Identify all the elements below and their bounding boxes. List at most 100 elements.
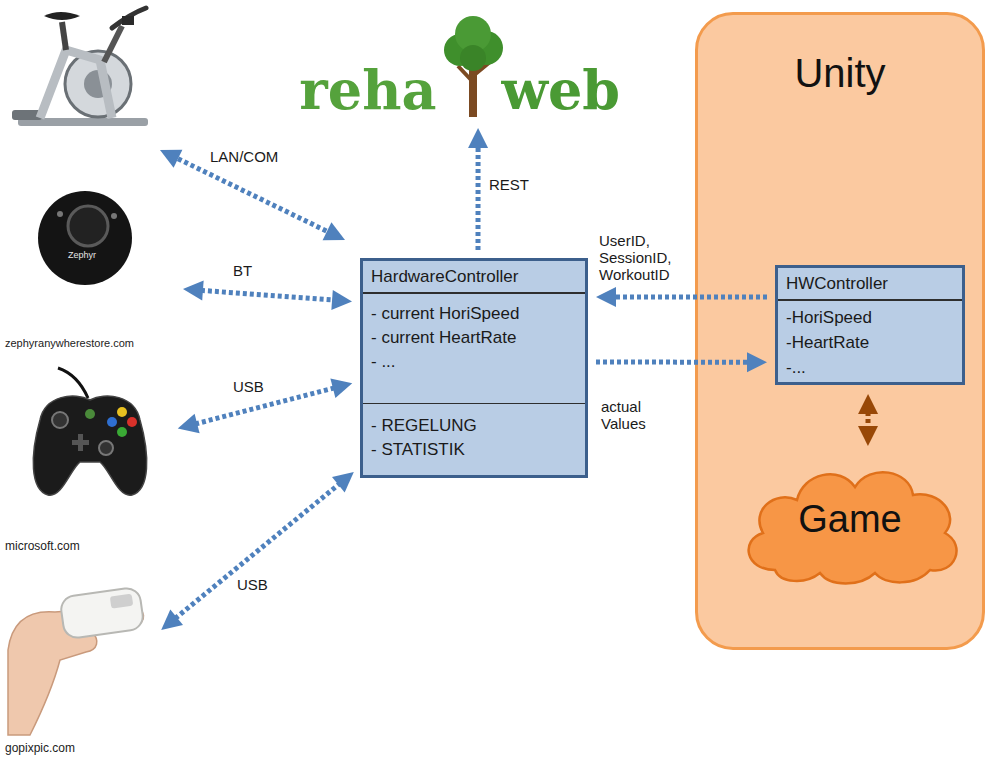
connector — [161, 472, 354, 630]
connector — [858, 394, 878, 446]
connector — [183, 281, 352, 310]
arrow-head — [161, 610, 183, 630]
edge-label-wrap: BT — [232, 262, 253, 279]
arrow-head — [747, 352, 767, 372]
gamepad-dpad — [72, 434, 89, 451]
dotted-line — [178, 159, 327, 232]
link-label: LAN/COM — [210, 148, 278, 165]
logo-spacer — [436, 110, 501, 120]
dotted-line — [201, 290, 334, 300]
cloud-text: Game — [798, 497, 901, 543]
class-box: HardwareController- current HoriSpeed- c… — [360, 258, 588, 478]
logo-word: web — [501, 61, 620, 120]
arrow-head — [468, 128, 488, 148]
edge-label-wrap: USB — [232, 378, 265, 395]
bike-handlebar — [112, 8, 146, 28]
game-cloud: Game — [735, 455, 965, 585]
unity-region: UnityHWController-HoriSpeed-HeartRate-..… — [695, 12, 985, 650]
rehaweb-tree — [444, 16, 503, 117]
cloud-outline — [749, 472, 957, 583]
device-node: zephyranywherestore.com — [5, 188, 175, 350]
sensor-dial — [68, 206, 108, 246]
free-label: LAN/COM — [210, 148, 278, 165]
class-member: - STATISTIK — [371, 438, 577, 462]
class-member: -HeartRate — [786, 330, 954, 355]
gamepad-button — [127, 417, 137, 427]
bike-seat — [44, 12, 80, 20]
gamepad-stick — [99, 441, 113, 455]
connector — [178, 379, 353, 434]
bike-seat-post — [62, 22, 66, 50]
bike-console — [122, 16, 134, 25]
source-caption: microsoft.com — [5, 539, 170, 553]
edge-label: REST — [488, 176, 530, 193]
device-node: microsoft.com — [5, 378, 170, 553]
arrow-head — [183, 281, 204, 301]
edge-label-wrap: UserID, SessionID, WorkoutID — [598, 232, 690, 283]
bike-handle-post — [104, 26, 122, 62]
gamepad-cable — [58, 368, 88, 398]
dotted-line — [475, 146, 480, 250]
gamepad-guide — [85, 409, 95, 419]
device-node: gopixpic.com — [5, 555, 155, 755]
edge-label: actual Values — [600, 398, 662, 432]
class-section: - current HoriSpeed- current HeartRate- … — [363, 294, 585, 404]
edge-label-wrap: USB — [236, 576, 269, 593]
class-section: - REGELUNG- STATISTIK — [363, 404, 585, 462]
arrow-head — [858, 394, 878, 414]
dotted-line — [866, 412, 871, 428]
free-label: Zephyr — [68, 250, 96, 260]
connector — [596, 287, 767, 307]
class-member: - ... — [371, 350, 577, 374]
dotted-line — [175, 483, 340, 618]
class-member: - REGELUNG — [371, 414, 577, 438]
arrow-head — [160, 150, 182, 168]
source-caption: gopixpic.com — [5, 741, 155, 755]
source-caption: zephyranywherestore.com — [5, 337, 175, 350]
gamepad-button — [117, 407, 127, 417]
edge-label-wrap: REST — [488, 176, 530, 193]
connector — [468, 128, 488, 250]
class-member: - current HoriSpeed — [371, 302, 577, 326]
arrow-head — [178, 414, 200, 433]
arrow-head — [330, 379, 352, 398]
class-member: - current HeartRate — [371, 326, 577, 350]
arrow-head — [858, 426, 878, 446]
arrow-head — [323, 222, 345, 240]
gamepad — [33, 368, 146, 495]
arrow-head — [596, 287, 616, 307]
connector — [596, 352, 767, 372]
edge-label: USB — [236, 576, 269, 593]
dotted-line — [596, 360, 749, 365]
dotted-line — [614, 294, 767, 299]
edge-label-wrap: actual Values — [600, 398, 662, 432]
device-brand: Zephyr — [68, 250, 96, 260]
class-member: -... — [786, 355, 954, 380]
gamepad-button — [107, 417, 117, 427]
oximeter-display — [110, 594, 133, 609]
class-member: -HoriSpeed — [786, 305, 954, 330]
sensor-icon — [111, 213, 117, 219]
class-name: HWController — [778, 268, 962, 301]
sensor-body — [38, 191, 132, 285]
edge-label: USB — [232, 378, 265, 395]
gamepad-stick — [52, 412, 68, 428]
pulse-oximeter — [8, 587, 145, 735]
arrow-head — [331, 290, 352, 310]
tree-crown — [460, 45, 486, 71]
zephyr-sensor — [38, 191, 132, 285]
gamepad-button — [117, 427, 127, 437]
logo-word: reha — [290, 61, 436, 120]
class-section: -HoriSpeed-HeartRate-... — [778, 301, 962, 380]
edge-label: UserID, SessionID, WorkoutID — [598, 232, 690, 283]
region-title: Unity — [698, 49, 982, 97]
logo-node: reha web — [290, 20, 620, 120]
class-box: HWController-HoriSpeed-HeartRate-... — [775, 265, 965, 385]
dotted-line — [195, 388, 335, 424]
oximeter-clip — [59, 587, 144, 640]
sensor-icon — [57, 211, 63, 217]
exercise-bike — [12, 8, 148, 126]
bike-frame — [40, 50, 112, 118]
class-name: HardwareController — [363, 261, 585, 294]
